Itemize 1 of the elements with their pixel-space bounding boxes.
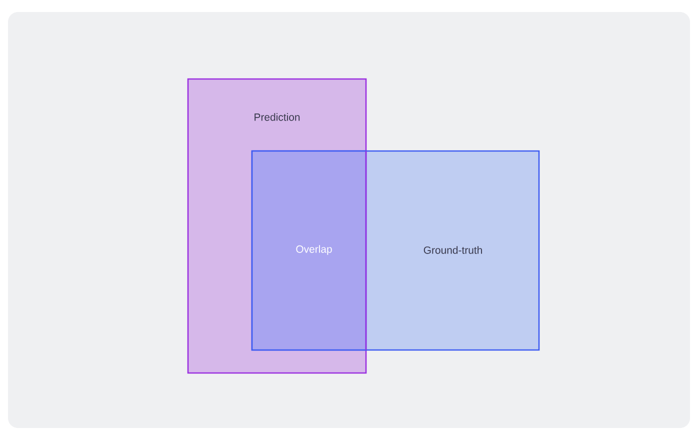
overlap-region: Overlap bbox=[251, 150, 367, 351]
